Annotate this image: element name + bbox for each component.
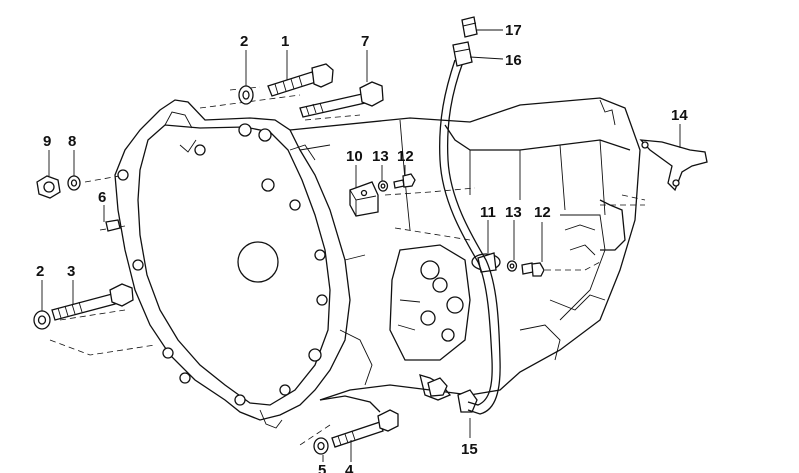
label-5: 5 xyxy=(318,462,326,473)
clip-11 xyxy=(471,252,501,273)
stud-6 xyxy=(105,219,121,232)
nut-9 xyxy=(36,175,61,199)
label-6: 6 xyxy=(98,189,106,206)
label-14: 14 xyxy=(671,107,688,124)
label-9: 9 xyxy=(43,133,51,150)
label-17: 17 xyxy=(505,22,522,39)
label-1: 1 xyxy=(281,33,289,50)
washer-13-top xyxy=(377,180,389,192)
washer-2-top xyxy=(238,85,254,105)
bracket-10 xyxy=(349,181,379,217)
label-10: 10 xyxy=(346,148,363,165)
label-7: 7 xyxy=(361,33,369,50)
label-12-mid: 12 xyxy=(534,204,551,221)
label-8: 8 xyxy=(68,133,76,150)
dipstick-cap-17 xyxy=(461,16,478,38)
label-16: 16 xyxy=(505,52,522,69)
washer-2-left xyxy=(33,310,51,330)
bolt-12-top xyxy=(393,173,416,189)
bolt-7 xyxy=(299,81,384,118)
label-13-top: 13 xyxy=(372,148,389,165)
bolt-1 xyxy=(267,63,334,97)
dipstick-tube-16 xyxy=(439,41,501,415)
label-3: 3 xyxy=(67,263,75,280)
label-4: 4 xyxy=(345,462,354,473)
label-15: 15 xyxy=(461,441,478,458)
label-12-top: 12 xyxy=(397,148,414,165)
bolt-12-mid xyxy=(521,262,545,277)
label-2-top: 2 xyxy=(240,33,248,50)
bracket-14 xyxy=(639,139,708,192)
part-labels: 2 1 7 17 16 9 8 14 10 13 12 6 11 13 12 2… xyxy=(36,22,688,473)
washer-5 xyxy=(313,437,329,455)
plug-15 xyxy=(427,377,478,413)
leader-lines xyxy=(41,29,681,462)
bolt-3 xyxy=(51,283,134,321)
bolt-4 xyxy=(331,409,399,448)
label-11: 11 xyxy=(480,204,496,221)
label-13-mid: 13 xyxy=(505,204,522,221)
label-2-left: 2 xyxy=(36,263,44,280)
washer-13-mid xyxy=(506,260,518,272)
washer-8 xyxy=(67,175,81,191)
transmission-case xyxy=(49,86,646,446)
bell-housing xyxy=(114,99,373,429)
